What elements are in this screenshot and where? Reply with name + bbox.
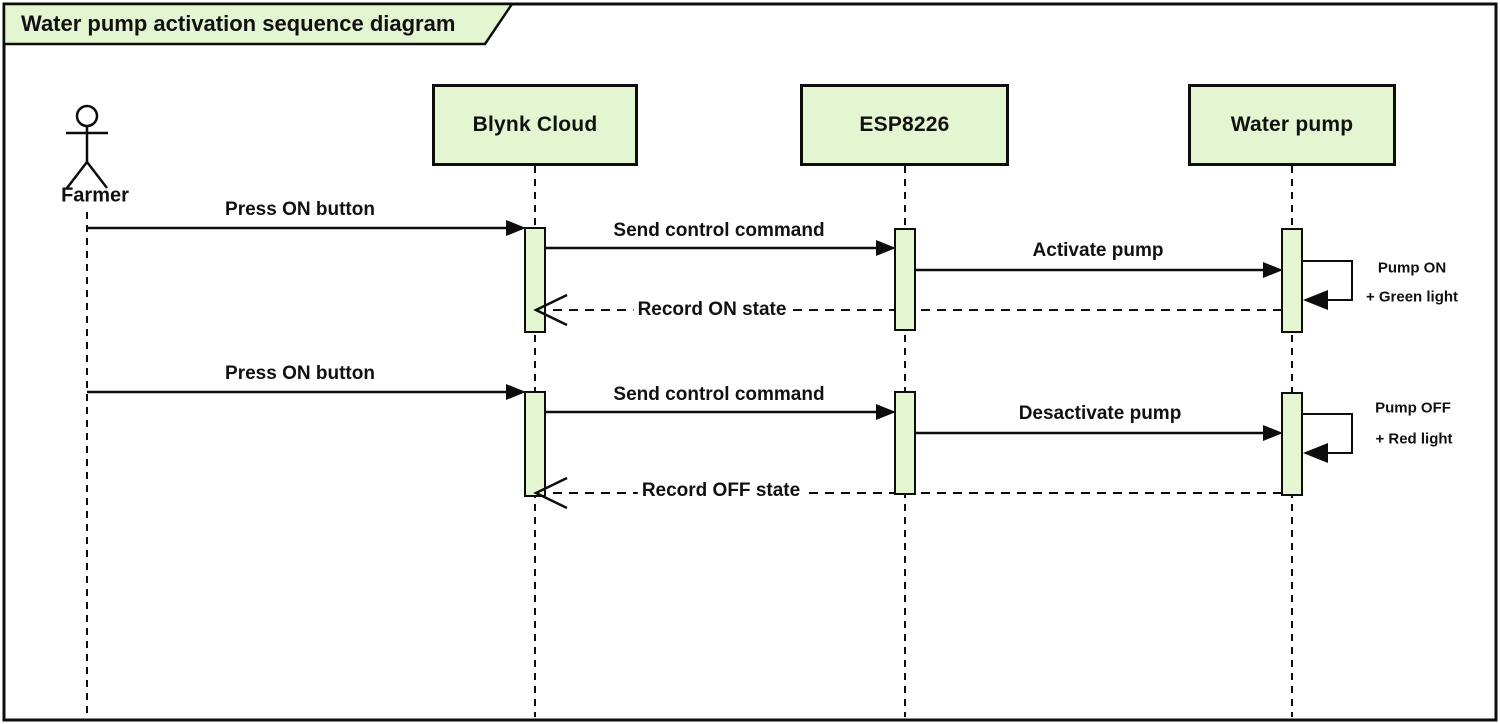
message-arrow-send-command-1 <box>545 240 896 256</box>
message-arrow-press-on-2 <box>87 384 526 400</box>
message-arrow-desactivate-pump <box>915 425 1283 441</box>
message-label-press-on-1: Press ON button <box>225 199 375 220</box>
participant-blynk-cloud: Blynk Cloud <box>432 84 638 166</box>
message-label-send-command-1: Send control command <box>613 220 825 241</box>
message-arrow-send-command-2 <box>545 404 896 420</box>
self-label-pump-off: Pump OFF <box>1375 399 1451 417</box>
activation-bar-water-2 <box>1281 392 1303 496</box>
participant-label: Water pump <box>1230 113 1354 136</box>
self-label-red-light: + Red light <box>1375 430 1453 448</box>
activation-bar-blynk-2 <box>524 391 546 497</box>
self-label-pump-on: Pump ON <box>1377 259 1447 277</box>
message-label-press-on-2: Press ON button <box>225 363 375 384</box>
self-message-pump-off <box>1302 413 1353 463</box>
self-message-pump-on <box>1302 260 1353 310</box>
participant-label: Blynk Cloud <box>472 113 598 136</box>
message-label-send-command-2: Send control command <box>613 384 825 405</box>
diagram-title: Water pump activation sequence diagram <box>21 11 456 36</box>
activation-bar-esp-2 <box>894 391 916 495</box>
message-arrow-press-on-1 <box>87 220 526 236</box>
activation-bar-water-1 <box>1281 228 1303 333</box>
diagram-title-tab <box>2 2 515 46</box>
participant-esp8226: ESP8226 <box>800 84 1009 166</box>
open-arrowhead-record-off <box>533 476 568 510</box>
actor-figure-icon <box>66 104 108 189</box>
open-arrowhead-record-on <box>533 293 568 327</box>
message-label-record-on: Record ON state <box>633 299 791 321</box>
participant-label: ESP8226 <box>859 113 950 136</box>
message-label-desactivate-pump: Desactivate pump <box>1018 403 1182 424</box>
message-label-record-off: Record OFF state <box>637 480 805 502</box>
activation-bar-esp-1 <box>894 228 916 331</box>
self-label-green-light: + Green light <box>1365 288 1459 306</box>
participant-water-pump: Water pump <box>1188 84 1396 166</box>
message-arrow-activate-pump <box>915 262 1283 278</box>
activation-bar-blynk-1 <box>524 227 546 333</box>
message-label-activate-pump: Activate pump <box>1032 240 1164 261</box>
actor-label-farmer: Farmer <box>61 184 129 207</box>
